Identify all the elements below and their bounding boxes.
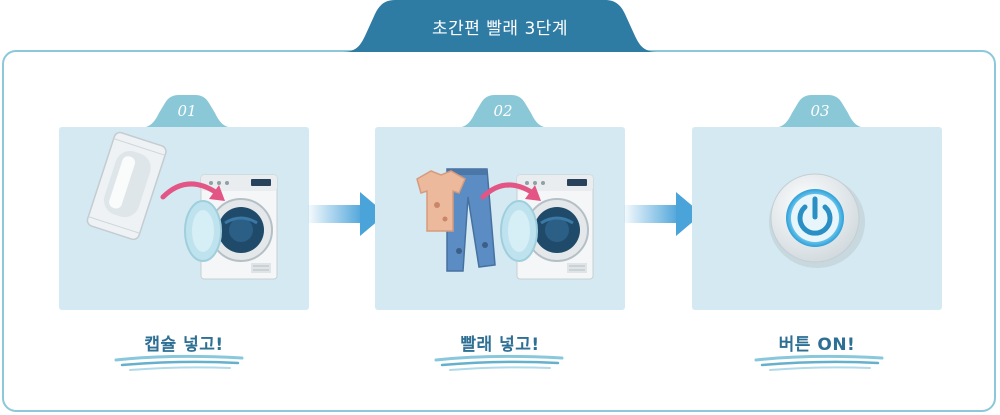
- washing-machine-icon: [500, 174, 594, 280]
- step-3-caption: 버튼 ON!: [778, 335, 856, 355]
- step-illustration-panel: [59, 127, 309, 310]
- next-step-arrow-icon: [308, 192, 386, 236]
- step-number: 02: [493, 102, 513, 120]
- title-tab: 초간편 빨래 3단계: [343, 0, 657, 52]
- power-button-illustration: [769, 173, 865, 268]
- next-step-arrow-icon: [624, 192, 702, 236]
- step-1: 01: [59, 95, 309, 310]
- step-number-tab: 02: [455, 95, 551, 128]
- step-2-caption: 빨래 넣고!: [460, 335, 540, 355]
- page-title: 초간편 빨래 3단계: [431, 19, 569, 39]
- power-icon: [797, 196, 833, 236]
- capsule-icon: [86, 131, 167, 241]
- step-2: 02: [375, 95, 625, 310]
- step-illustration-panel: [692, 127, 942, 310]
- pink-arrow-icon: [160, 181, 225, 201]
- brush-stroke-underline: [114, 354, 244, 371]
- washing-machine-icon: [184, 174, 278, 280]
- brush-stroke-underline: [754, 354, 884, 371]
- step-number: 03: [810, 102, 830, 120]
- tshirt-icon: [416, 170, 466, 232]
- step-3: 03: [692, 95, 942, 310]
- clothes-washer-illustration: [416, 168, 594, 280]
- capsule-washer-illustration: [86, 131, 278, 280]
- pink-arrow-icon: [480, 182, 541, 201]
- step-illustration-panel: [375, 127, 625, 310]
- brush-stroke-underline: [434, 354, 564, 371]
- step-1-caption: 캡슐 넣고!: [144, 335, 224, 355]
- step-number-tab: 01: [139, 95, 235, 128]
- step-number-tab: 03: [772, 95, 868, 128]
- step-number: 01: [177, 102, 197, 120]
